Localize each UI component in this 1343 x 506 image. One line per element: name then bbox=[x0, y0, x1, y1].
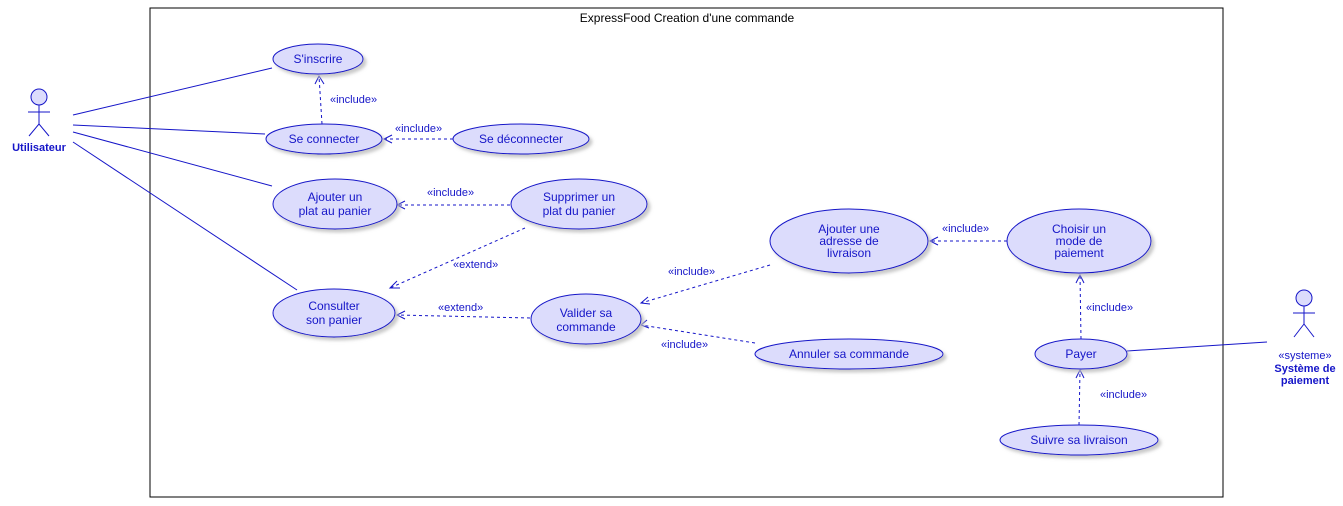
dep-valider-consulter bbox=[396, 314, 531, 319]
label-valider-consulter: «extend» bbox=[438, 302, 483, 314]
association-utilisateur-ajouter-plat bbox=[72, 131, 273, 187]
association-utilisateur-consulter bbox=[72, 141, 298, 291]
usecase-connecter-label: Se connecter bbox=[289, 132, 360, 146]
usecase-inscrire-label: S'inscrire bbox=[294, 52, 343, 66]
usecase-valider-line1: Valider sa bbox=[560, 306, 613, 320]
usecase-consulter[interactable]: Consulter son panier bbox=[272, 288, 396, 338]
usecase-deconnecter-label: Se déconnecter bbox=[479, 132, 563, 146]
dependencies bbox=[318, 75, 1082, 426]
dep-connecter-inscrire bbox=[318, 75, 323, 125]
label-payer-choisir: «include» bbox=[1086, 302, 1133, 314]
usecase-consulter-line1: Consulter bbox=[308, 299, 359, 313]
label-supprimer-ajouter: «include» bbox=[427, 187, 474, 199]
usecase-supprimer-plat-line2: plat du panier bbox=[543, 204, 616, 218]
actor-systeme-stereotype: «systeme» bbox=[1278, 350, 1331, 362]
label-supprimer-consulter: «extend» bbox=[453, 259, 498, 271]
actor-systeme-label-line1: Système de bbox=[1274, 363, 1335, 375]
usecase-choisir-paiement-line2: mode de bbox=[1056, 234, 1103, 248]
usecase-consulter-line2: son panier bbox=[306, 313, 362, 327]
usecase-payer-label: Payer bbox=[1065, 347, 1096, 361]
actor-systeme-paiement[interactable]: «systeme» Système de paiement bbox=[1274, 289, 1336, 387]
usecase-ajouter-plat[interactable]: Ajouter un plat au panier bbox=[272, 178, 398, 230]
association-utilisateur-connecter bbox=[72, 124, 266, 135]
dep-supprimer-consulter bbox=[389, 227, 526, 289]
usecase-ajouter-plat-line1: Ajouter un bbox=[308, 190, 363, 204]
actor-systeme-label-line2: paiement bbox=[1281, 375, 1330, 387]
usecase-deconnecter[interactable]: Se déconnecter bbox=[452, 123, 590, 155]
relation-labels: «include» «include» «include» «extend» «… bbox=[330, 94, 1147, 401]
usecase-supprimer-plat-line1: Supprimer un bbox=[543, 190, 615, 204]
label-choisir-adresse: «include» bbox=[942, 223, 989, 235]
label-deconnecter-connecter: «include» bbox=[395, 123, 442, 135]
usecase-choisir-paiement[interactable]: Choisir un mode de paiement bbox=[1006, 208, 1152, 274]
usecase-annuler-label: Annuler sa commande bbox=[789, 347, 909, 361]
associations bbox=[72, 67, 1268, 352]
actor-systeme-head-icon bbox=[1295, 289, 1313, 307]
use-cases: S'inscrire Se connecter Se déconnecter A… bbox=[265, 43, 1159, 456]
label-connecter-inscrire: «include» bbox=[330, 94, 377, 106]
usecase-choisir-paiement-line1: Choisir un bbox=[1052, 222, 1106, 236]
usecase-inscrire[interactable]: S'inscrire bbox=[272, 43, 364, 75]
usecase-ajouter-plat-line2: plat au panier bbox=[299, 204, 372, 218]
usecase-ajouter-adresse-line1: Ajouter une bbox=[818, 222, 880, 236]
dep-payer-choisir bbox=[1079, 274, 1082, 340]
usecase-annuler[interactable]: Annuler sa commande bbox=[754, 338, 944, 370]
actor-utilisateur-head-icon bbox=[30, 88, 48, 106]
boundary-title: ExpressFood Creation d'une commande bbox=[580, 11, 795, 25]
association-utilisateur-inscrire bbox=[72, 67, 273, 116]
actor-utilisateur[interactable]: Utilisateur bbox=[12, 88, 67, 154]
dep-annuler-valider bbox=[640, 324, 756, 344]
usecase-suivre-label: Suivre sa livraison bbox=[1030, 433, 1127, 447]
label-adresse-valider: «include» bbox=[668, 266, 715, 278]
usecase-valider-line2: commande bbox=[556, 320, 616, 334]
usecase-supprimer-plat[interactable]: Supprimer un plat du panier bbox=[510, 178, 648, 230]
usecase-ajouter-adresse-line2: adresse de bbox=[819, 234, 879, 248]
usecase-choisir-paiement-line3: paiement bbox=[1054, 246, 1104, 260]
dep-adresse-valider bbox=[640, 264, 771, 304]
usecase-suivre[interactable]: Suivre sa livraison bbox=[999, 424, 1159, 456]
usecase-valider[interactable]: Valider sa commande bbox=[530, 293, 642, 345]
association-payer-systeme bbox=[1126, 341, 1268, 352]
label-annuler-valider: «include» bbox=[661, 339, 708, 351]
usecase-ajouter-adresse-line3: livraison bbox=[827, 246, 871, 260]
usecase-connecter[interactable]: Se connecter bbox=[265, 123, 383, 155]
usecase-payer[interactable]: Payer bbox=[1034, 338, 1128, 370]
label-suivre-payer: «include» bbox=[1100, 389, 1147, 401]
actor-utilisateur-label: Utilisateur bbox=[12, 142, 67, 154]
usecase-ajouter-adresse[interactable]: Ajouter une adresse de livraison bbox=[769, 208, 929, 274]
